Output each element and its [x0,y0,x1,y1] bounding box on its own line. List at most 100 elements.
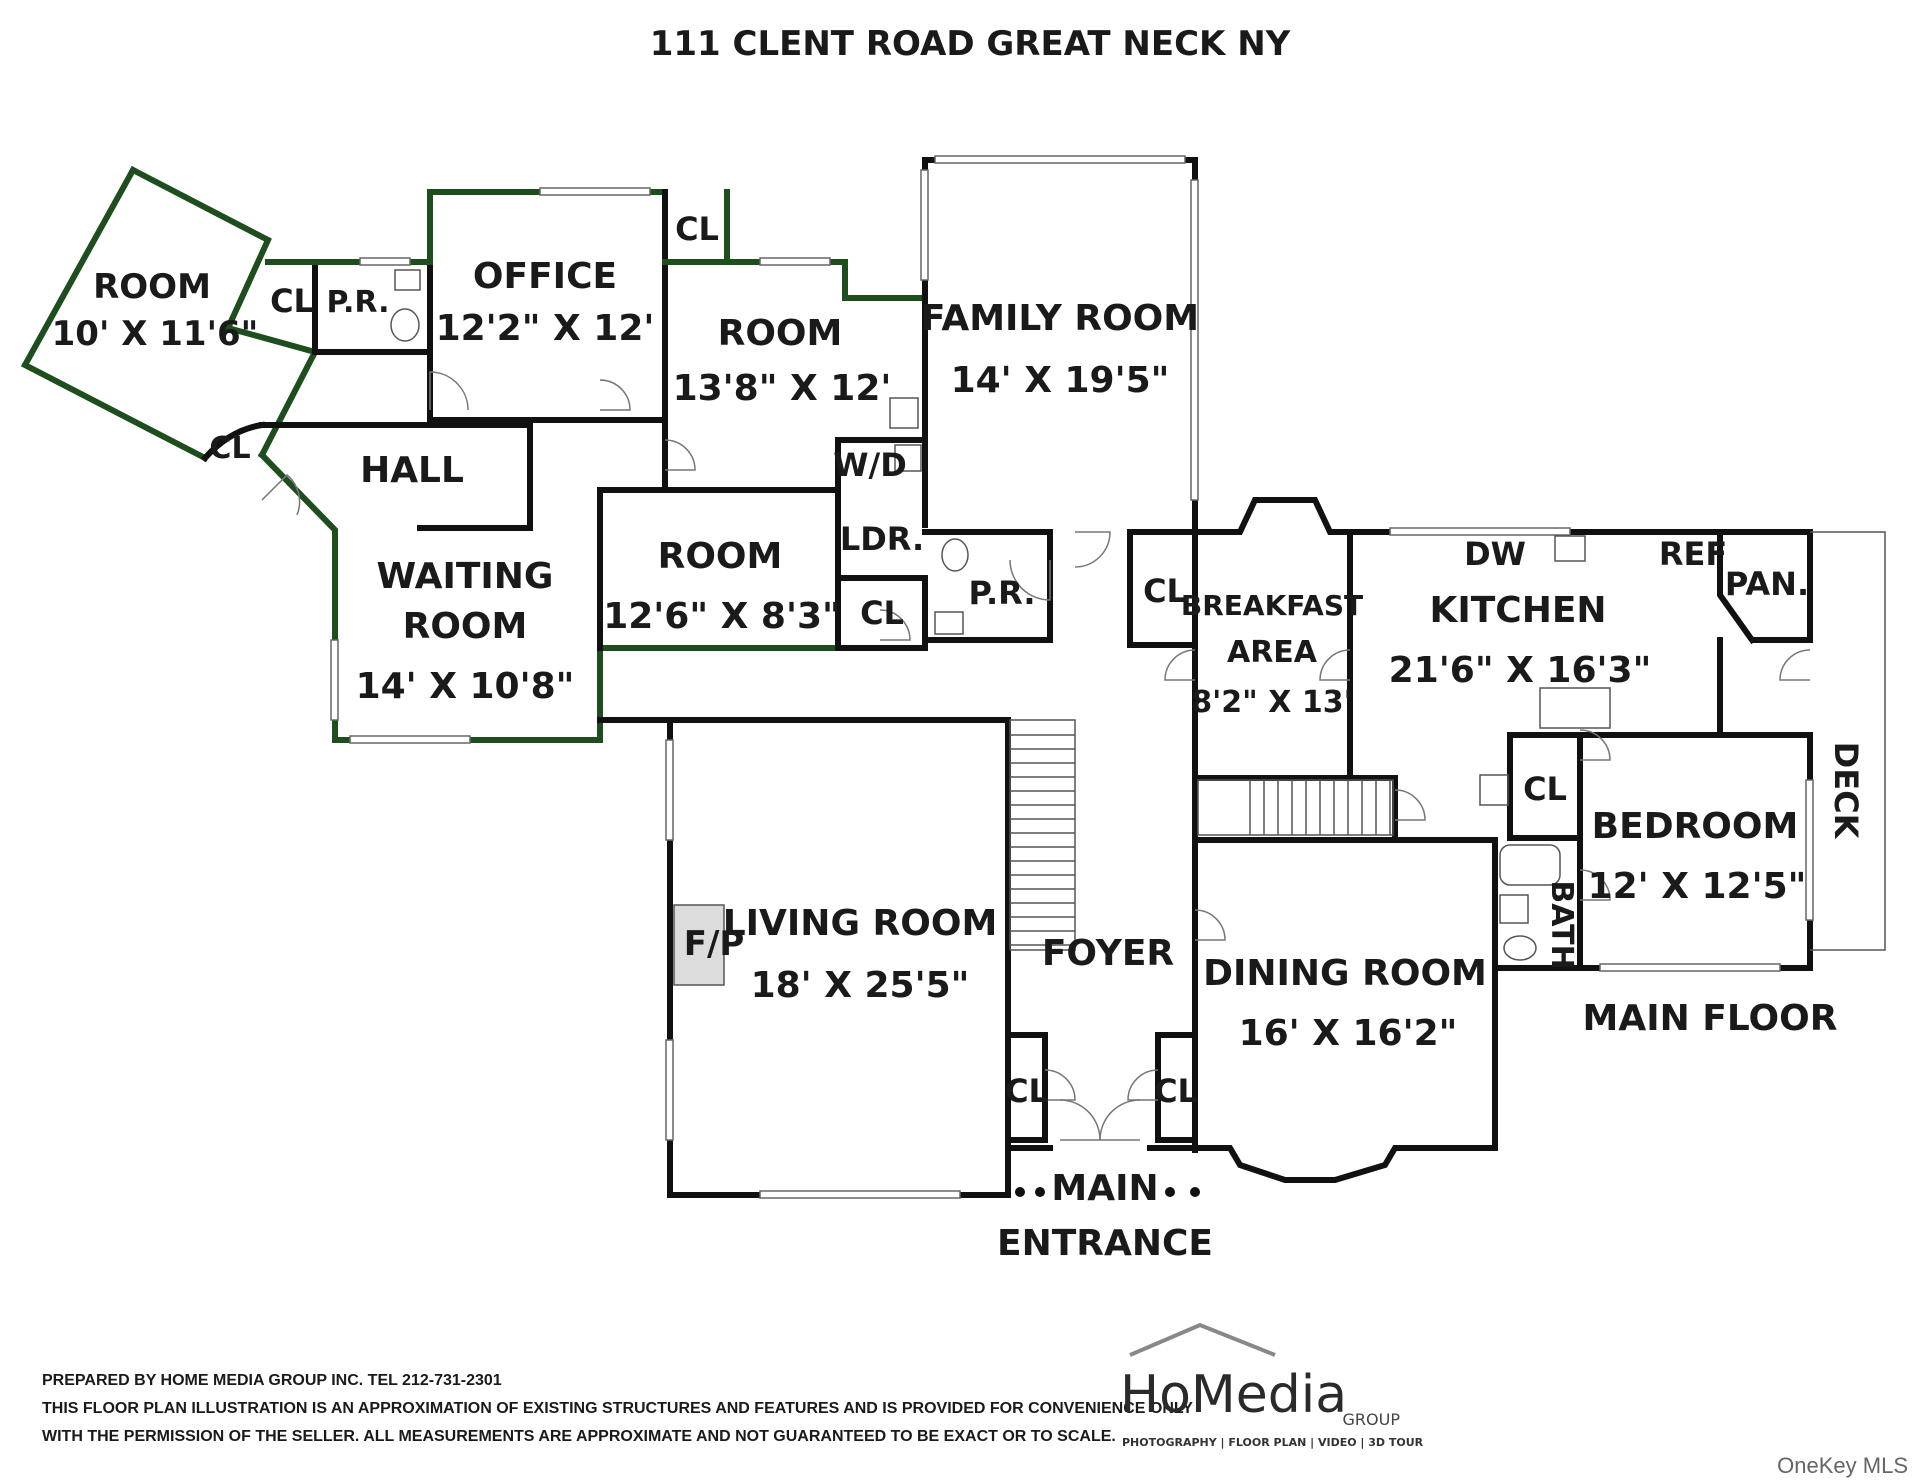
sink-icon [1554,535,1586,562]
family-room-name: FAMILY ROOM [921,298,1199,339]
kitchen-name: KITCHEN [1429,590,1606,631]
waiting-room-name-2: ROOM [403,606,528,647]
entrance-dot [1165,1187,1175,1197]
fixtures [390,269,1611,961]
door [1579,869,1611,901]
window [759,1190,961,1199]
door [1779,649,1811,681]
door [1319,649,1351,681]
room-west-outer-wall [20,165,210,463]
sink-icon [934,611,964,635]
door [1394,789,1426,821]
living-room-name: LIVING ROOM [723,903,998,944]
plan-title: 111 CLENT ROAD GREAT NECK NY [650,24,1291,64]
window [330,639,339,721]
fp-label: F/P [684,924,745,964]
cl-2-label: CL [675,210,719,248]
logo-roof-icon [1129,1322,1276,1357]
cl-4-label: CL [860,594,904,632]
dining-room-name: DINING ROOM [1203,953,1487,994]
window [1190,179,1199,501]
cl-8-label: CL [1154,1072,1198,1110]
kitchen-dims: 21'6" X 16'3" [1389,650,1652,691]
cl-7-label: CL [1005,1072,1049,1110]
pan-label: PAN. [1725,565,1809,603]
window [349,735,471,744]
waiting-room-dims: 14' X 10'8" [356,666,575,707]
entrance-dot [1190,1187,1200,1197]
dining-room-dims: 16' X 16'2" [1239,1013,1458,1054]
room-west-wall [128,165,320,460]
door [1579,729,1611,761]
footer-line-1: PREPARED BY HOME MEDIA GROUP INC. TEL 21… [42,1372,502,1389]
stove-icon [1539,687,1611,729]
door [664,439,696,471]
door [1044,1069,1076,1101]
window [359,257,411,266]
fireplace-icon [673,904,725,986]
window [665,1039,674,1141]
hall-label: HALL [360,450,464,491]
window [759,257,831,266]
living-room-dims: 18' X 25'5" [751,965,970,1006]
deck-outline [1810,531,1886,951]
door [1099,1099,1141,1141]
window [539,187,651,196]
kitchen-top-wall [1352,529,1813,643]
floor-label: MAIN FLOOR [1583,998,1838,1039]
footer-line-3: WITH THE PERMISSION OF THE SELLER. ALL M… [42,1428,1116,1445]
cl-6-wall [1507,732,1583,841]
door [1009,559,1051,601]
pr-2-label: P.R. [968,574,1035,612]
breakfast-bay-wall [1192,497,1358,535]
entrance-label-2: ENTRANCE [997,1223,1213,1264]
windows [330,155,1814,1199]
breakfast-name-1: BREAKFAST [1181,589,1363,622]
stair-kitchen [1197,779,1394,836]
entrance-label-1: MAIN [1051,1168,1158,1209]
breakfast-dims: 8'2" X 13' [1191,685,1353,720]
cl-curve-wall [200,421,266,463]
cl-1-label: CL [270,282,314,320]
breakfast-name-2: AREA [1227,635,1318,670]
cl-3-label: CL [209,431,250,466]
sink-icon [394,269,421,291]
sink-icon [1479,774,1509,806]
washer-icon [894,444,922,472]
stairs [1009,719,1394,951]
dw-label: DW [1464,535,1526,573]
toilet-icon [1503,935,1537,961]
deck-label: DECK [1827,742,1865,840]
doors [261,371,1811,1141]
door [599,379,631,411]
bedroom-dims: 12' X 12'5" [1588,866,1807,907]
footer-line-2: THIS FLOOR PLAN ILLUSTRATION IS AN APPRO… [42,1400,1193,1417]
room-mid-dims: 13'8" X 12' [673,368,892,409]
family-room-dims: 14' X 19'5" [951,360,1170,401]
waiting-room-name-1: WAITING [377,556,554,597]
office-name: OFFICE [473,256,617,297]
entrance-dot [1035,1187,1045,1197]
toilet-icon [941,538,969,572]
foyer-label: FOYER [1042,933,1174,974]
family-room-wall [922,157,1198,533]
door [1074,531,1111,568]
window [1805,779,1814,921]
door [261,473,301,516]
logo-tagline: PHOTOGRAPHY | FLOOR PLAN | VIDEO | 3D TO… [1122,1436,1424,1449]
entrance-dot [1015,1187,1025,1197]
sink-icon [1499,894,1529,924]
stair-wall [1192,775,1398,843]
dining-bay-wall [1192,965,1498,1183]
cl-7-wall [1005,1032,1048,1143]
bath-label: BATH [1544,880,1579,969]
door [1127,1069,1159,1101]
stair-main [1009,719,1076,951]
office-top-wall [265,189,730,265]
room-west-name: ROOM [93,267,211,307]
cl-8-wall [1155,1032,1198,1143]
wd-label: W/D [833,446,907,484]
office-dims: 12'2" X 12' [436,308,655,349]
bathtub-icon [1499,844,1561,886]
